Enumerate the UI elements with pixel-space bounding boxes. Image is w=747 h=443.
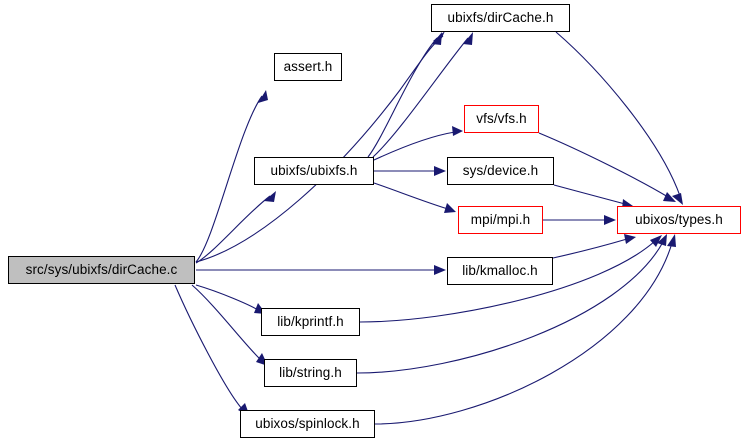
graph-node-label: lib/string.h (279, 365, 342, 381)
graph-node-label: ubixfs/dirCache.h (447, 10, 554, 26)
graph-edge-dircache_c-to-spinlock_h (174, 284, 250, 417)
arrowhead-icon (452, 126, 463, 136)
arrowhead-icon (624, 234, 636, 244)
graph-edge-string_h-to-types_h (356, 234, 667, 374)
graph-node-mpi_h[interactable]: mpi/mpi.h (458, 206, 543, 234)
arrowhead-icon (264, 191, 276, 202)
graph-node-label: mpi/mpi.h (470, 212, 531, 228)
arrowhead-icon (657, 234, 667, 246)
graph-edge-ubixfs_h-to-mpi_h (373, 182, 456, 213)
graph-node-label: sys/device.h (462, 163, 539, 179)
graph-node-spinlock_h[interactable]: ubixos/spinlock.h (240, 410, 375, 438)
graph-edge-dircache_c-to-ubixfs_h (195, 191, 276, 264)
arrowhead-icon (258, 90, 268, 103)
graph-node-kmalloc_h[interactable]: lib/kmalloc.h (447, 257, 553, 285)
graph-node-label: src/sys/ubixfs/dirCache.c (25, 262, 178, 278)
arrowhead-icon (434, 265, 446, 275)
graph-node-dircache_c[interactable]: src/sys/ubixfs/dirCache.c (8, 256, 195, 284)
graph-edge-kprintf_h-to-types_h (359, 235, 662, 323)
graph-node-label: ubixos/types.h (635, 212, 723, 228)
graph-node-assert_h[interactable]: assert.h (274, 53, 342, 81)
graph-edge-mpi_h-to-types_h (543, 215, 616, 225)
graph-edge-ubixfs_h-to-vfs_h (373, 126, 463, 161)
arrowhead-icon (434, 166, 446, 176)
arrowhead-icon (463, 32, 473, 45)
graph-edge-dircache_c-to-assert_h (195, 90, 268, 263)
graph-edge-vfs_h-to-types_h (538, 132, 676, 202)
arrowhead-icon (667, 234, 676, 247)
graph-edge-kmalloc_h-to-types_h (552, 234, 636, 259)
arrowhead-icon (672, 193, 683, 205)
graph-node-label: lib/kmalloc.h (462, 263, 538, 279)
graph-edge-dircache_c-to-kmalloc_h (196, 265, 446, 275)
arrowhead-icon (432, 32, 442, 45)
graph-edge-dircache_h-to-types_h (555, 31, 683, 205)
arrowhead-icon (444, 203, 456, 213)
arrowhead-icon (604, 215, 616, 225)
graph-node-label: assert.h (283, 59, 333, 75)
graph-node-dircache_h[interactable]: ubixfs/dirCache.h (431, 4, 570, 32)
graph-node-ubixfs_h[interactable]: ubixfs/ubixfs.h (254, 157, 374, 185)
arrowhead-icon (663, 192, 676, 202)
graph-node-string_h[interactable]: lib/string.h (264, 359, 357, 387)
graph-node-device_h[interactable]: sys/device.h (447, 157, 554, 185)
graph-node-label: lib/kprintf.h (277, 314, 344, 330)
graph-edge-ubixfs_h-to-dircache_h (372, 32, 473, 158)
graph-node-label: vfs/vfs.h (476, 111, 527, 127)
graph-node-kprintf_h[interactable]: lib/kprintf.h (261, 308, 360, 336)
graph-node-label: ubixfs/ubixfs.h (270, 163, 358, 179)
graph-node-label: ubixos/spinlock.h (255, 416, 360, 432)
arrowhead-icon (650, 235, 662, 247)
graph-edge-spinlock_h-to-types_h (374, 234, 676, 425)
graph-node-vfs_h[interactable]: vfs/vfs.h (464, 105, 539, 133)
graph-edge-ubixfs_h-to-device_h (374, 166, 446, 176)
graph-edge-ubixfs_h-to-dircache_h (367, 32, 442, 158)
graph-node-types_h[interactable]: ubixos/types.h (617, 206, 741, 234)
